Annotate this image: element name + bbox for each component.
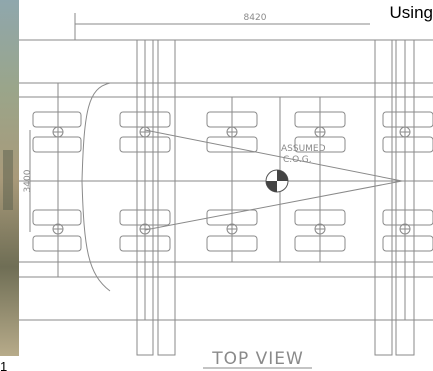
cog-marker [265,169,289,193]
footer-fragment: 1 [0,359,7,371]
dimension-top-label: 8420 [244,13,267,23]
wheel-pads [32,111,433,252]
rail-1a [136,39,154,356]
front-curve-outline [81,82,111,292]
heading-fragment: Using [390,3,433,22]
rail-2b [395,39,415,356]
load-triangle [144,129,403,231]
rail-1b [157,39,176,356]
rail-2a [374,39,393,356]
view-title: TOP VIEW [211,349,304,369]
photo-strip-detail [3,150,13,210]
dimension-left-label: 3400 [23,169,33,192]
cog-label-line2: C.O.G. [283,155,312,165]
cog-label-line1: ASSUMED [281,144,326,154]
